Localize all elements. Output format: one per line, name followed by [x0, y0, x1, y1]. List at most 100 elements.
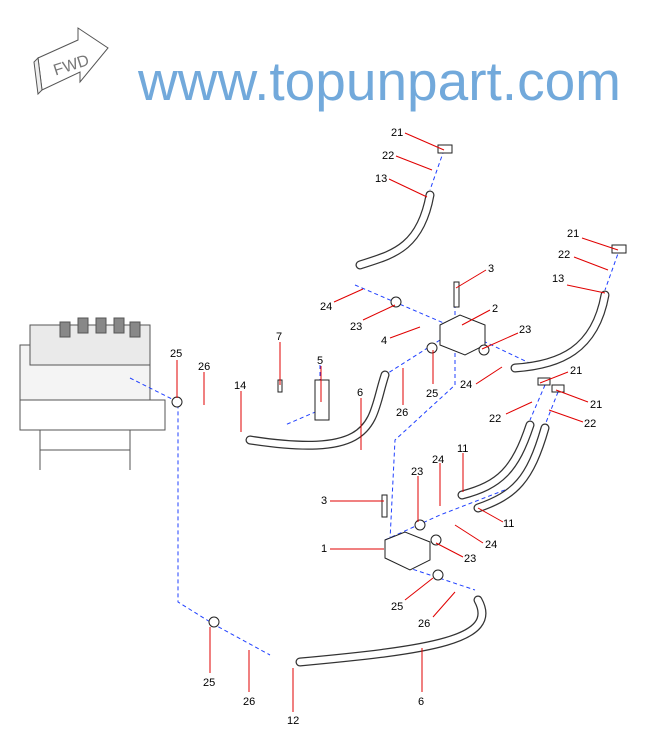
- callout: 24: [454, 524, 497, 551]
- callout-number: 21: [590, 399, 602, 411]
- callout-number: 21: [567, 228, 579, 240]
- leader-line: [566, 284, 606, 294]
- leader-line: [333, 288, 364, 303]
- callout-number: 24: [432, 454, 444, 466]
- callout-number: 1: [321, 543, 327, 555]
- leader-line: [573, 256, 609, 271]
- leader-line: [389, 326, 421, 339]
- callout: 23: [435, 542, 476, 565]
- callout-number: 6: [418, 696, 424, 708]
- leader-line: [455, 269, 487, 289]
- callout: 24: [432, 454, 444, 506]
- callout-number: 26: [243, 696, 255, 708]
- callout: 26: [243, 650, 255, 708]
- callout: 21: [555, 389, 602, 411]
- callout: 25: [203, 627, 215, 689]
- leader-line: [539, 371, 569, 384]
- callout-number: 25: [170, 348, 182, 360]
- leader-line: [404, 577, 434, 601]
- callout-number: 26: [396, 407, 408, 419]
- callout-number: 11: [503, 518, 514, 530]
- callout: 21: [391, 127, 445, 151]
- callout: 6: [418, 648, 424, 708]
- callout-number: 4: [381, 335, 387, 347]
- callout-number: 24: [485, 539, 497, 551]
- callout-number: 23: [519, 324, 531, 336]
- callout-number: 24: [460, 379, 472, 391]
- callout: 13: [552, 273, 606, 294]
- callout-number: 23: [411, 466, 423, 478]
- leader-line: [362, 304, 396, 321]
- callout-number: 26: [198, 361, 210, 373]
- callout-number: 6: [357, 387, 363, 399]
- callout-number: 5: [317, 355, 323, 367]
- leader-line: [454, 524, 484, 544]
- callout-number: 2: [492, 303, 498, 315]
- callout: 23: [411, 466, 423, 522]
- callout: 21: [567, 228, 619, 251]
- callout-number: 22: [382, 150, 394, 162]
- parts: [171, 144, 627, 628]
- callout: 3: [321, 495, 384, 507]
- callout-number: 3: [321, 495, 327, 507]
- callout-number: 22: [558, 249, 570, 261]
- callout: 11: [477, 507, 514, 530]
- callout-number: 24: [320, 301, 332, 313]
- leader-line: [477, 507, 504, 523]
- callout-number: 23: [350, 321, 362, 333]
- callout: 25: [391, 577, 434, 613]
- callout: 2: [461, 303, 498, 326]
- callout: 21: [539, 365, 582, 384]
- callout: 1: [321, 543, 384, 555]
- leader-line: [555, 389, 589, 403]
- callout-number: 25: [391, 601, 403, 613]
- callout: 26: [418, 591, 456, 630]
- callout: 24: [460, 366, 503, 391]
- leader-line: [395, 155, 433, 171]
- leader-line: [581, 237, 619, 251]
- callout: 26: [198, 361, 210, 405]
- hoses: [245, 190, 610, 667]
- callout: 23: [481, 324, 531, 350]
- leader-line: [388, 178, 428, 198]
- leader-line: [432, 591, 456, 618]
- callout-number: 25: [203, 677, 215, 689]
- callout: 22: [558, 249, 609, 271]
- leader-line: [461, 309, 491, 326]
- leader-line: [435, 542, 464, 558]
- callout: 23: [350, 304, 396, 333]
- callout: 7: [276, 331, 282, 385]
- callout-number: 7: [276, 331, 282, 343]
- callout: 24: [320, 288, 364, 313]
- callout-number: 22: [489, 413, 501, 425]
- callout-number: 23: [464, 553, 476, 565]
- leader-line: [475, 366, 503, 385]
- callout-number: 21: [570, 365, 582, 377]
- callout: 25: [170, 348, 182, 398]
- callout: 22: [382, 150, 433, 171]
- callout: 6: [357, 387, 363, 450]
- callout: 4: [381, 326, 421, 347]
- watermark: www.topunpart.com: [137, 50, 621, 112]
- callout: 26: [396, 368, 408, 419]
- callout: 11: [457, 443, 468, 492]
- callout: 5: [317, 355, 323, 402]
- callout-number: 25: [426, 388, 438, 400]
- callout: 25: [426, 350, 438, 400]
- callout: 12: [287, 668, 299, 727]
- callout: 22: [548, 409, 596, 430]
- callouts: 21 22 13 3 24 23 2 4 23 24 25 26 21 22 1…: [170, 127, 619, 727]
- callout-number: 3: [488, 263, 494, 275]
- leader-line: [548, 409, 584, 423]
- callout-number: 12: [287, 715, 299, 727]
- callout-number: 22: [584, 418, 596, 430]
- leader-line: [481, 332, 519, 350]
- callout-number: 13: [552, 273, 564, 285]
- control-valve-assembly: [19, 317, 166, 470]
- callout-number: 11: [457, 443, 468, 455]
- callout: 13: [375, 173, 428, 198]
- callout: 14: [234, 380, 246, 432]
- callout-number: 26: [418, 618, 430, 630]
